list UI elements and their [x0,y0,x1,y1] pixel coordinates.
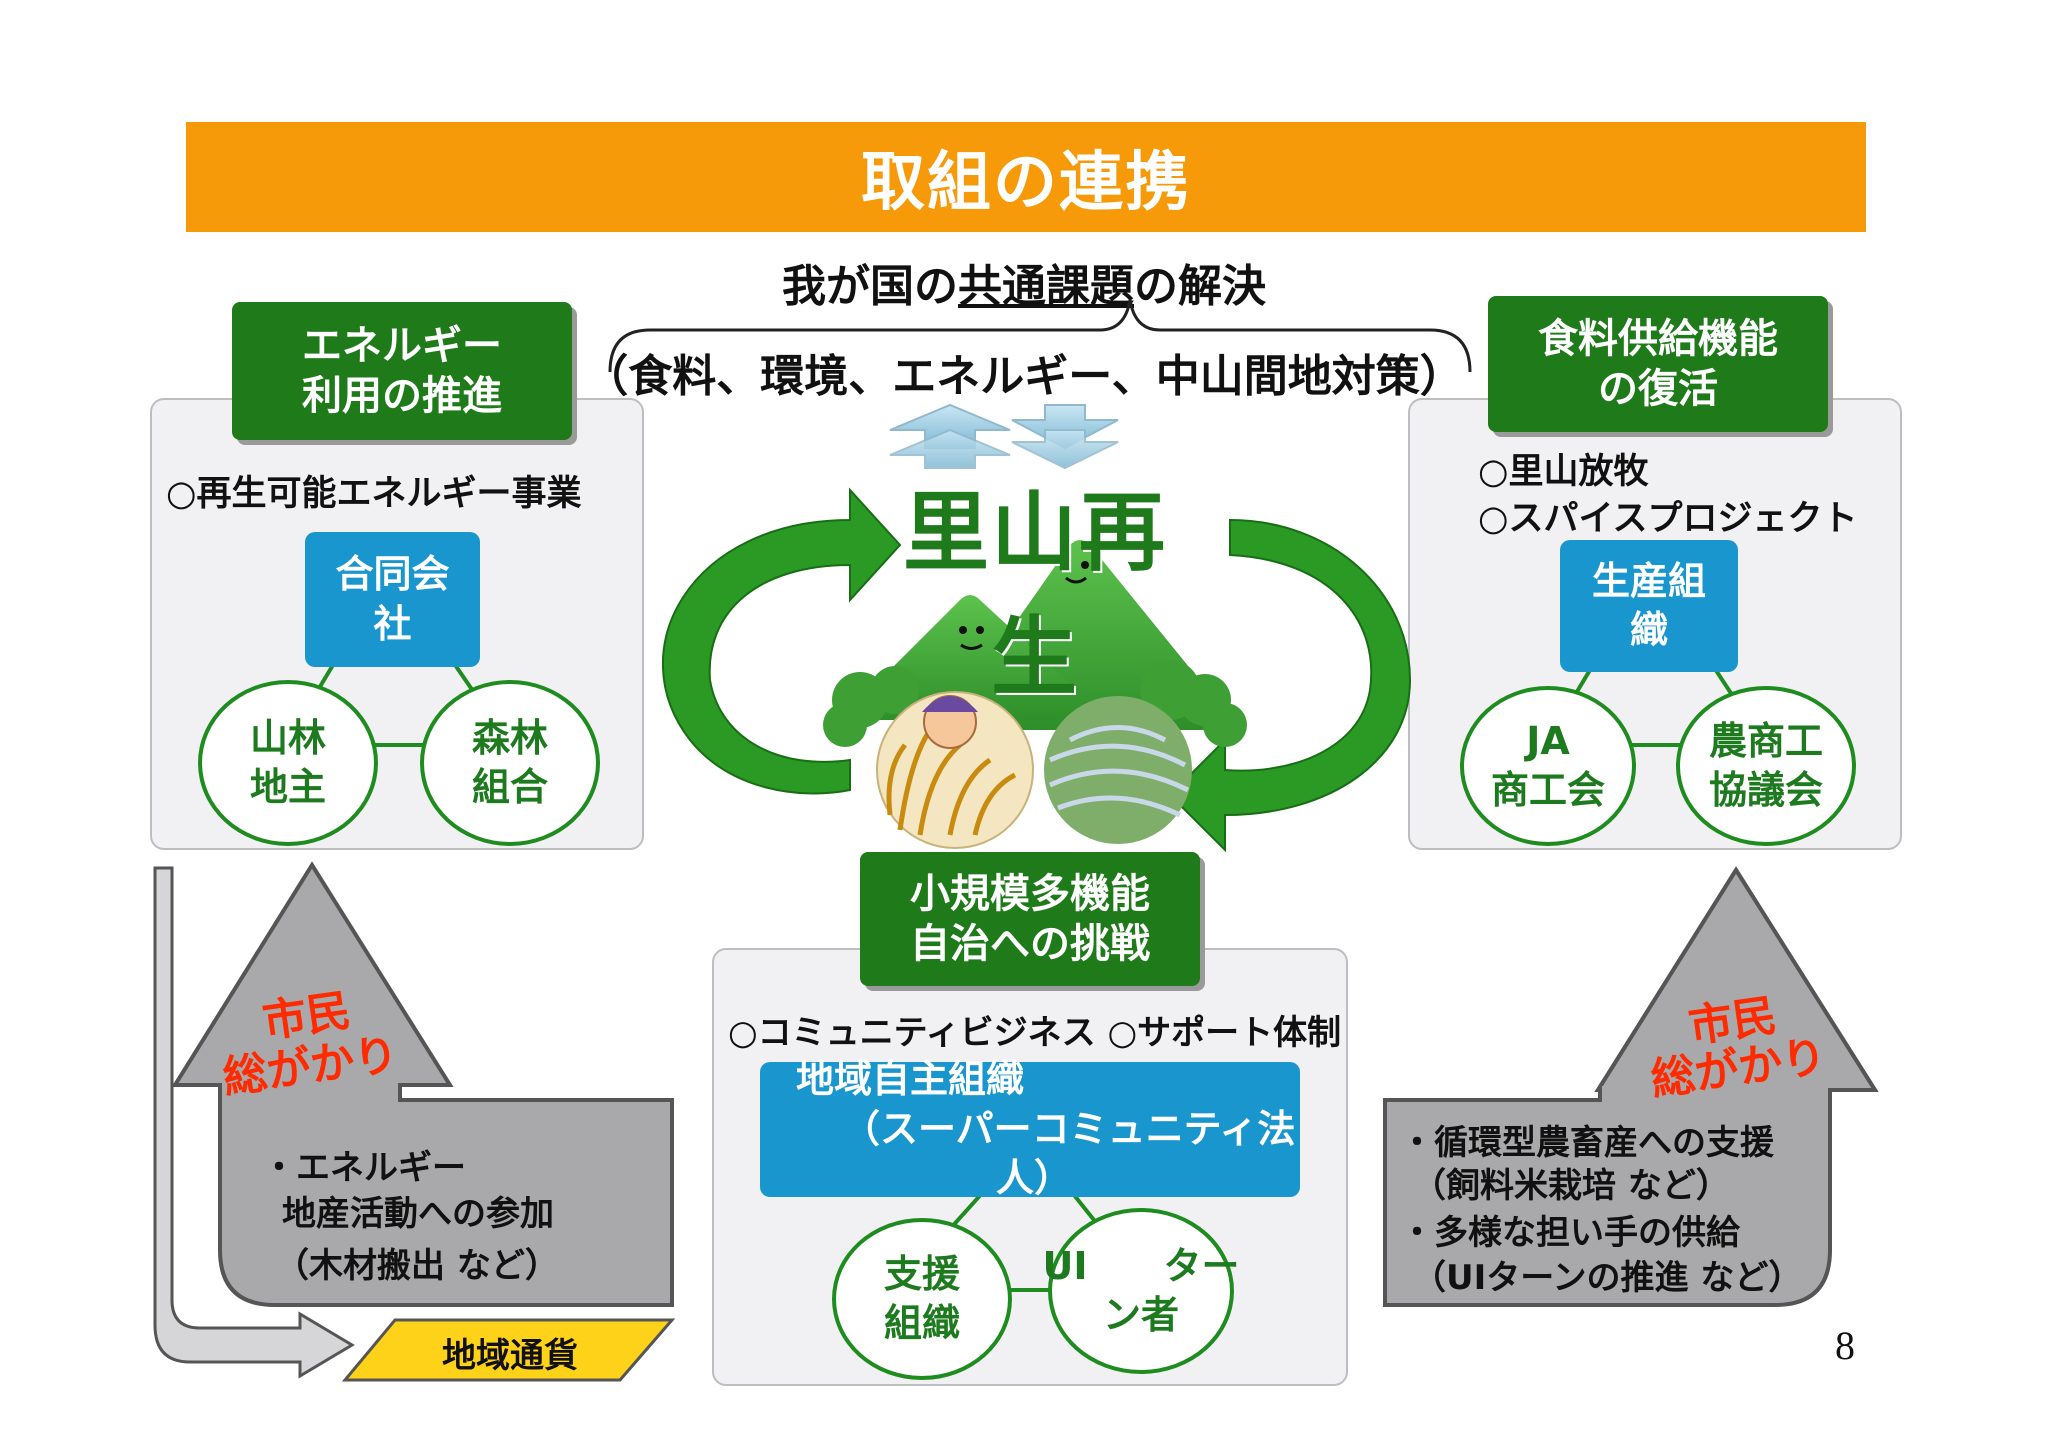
left-arrow-text-1: ・エネルギー [262,1148,466,1188]
subtitle-detail: （食料、環境、エネルギー、中山間地対策） [584,351,1464,402]
bottom-circle-2: UI ター ン者 [1043,1208,1240,1374]
flow-arrow [153,866,355,1379]
brace-line [608,299,1472,373]
terraces [1048,725,1190,818]
mountain-mouth [1065,576,1087,584]
right-arrow-text-2: （飼料米栽培 など） [1412,1166,1730,1206]
left-arrow-text-3: （木材搬出 など） [275,1246,559,1286]
currency-label: 地域通貨 [442,1336,578,1376]
right-circle-2: 農商工 協議会 [1676,686,1856,846]
left-bullet: ○再生可能エネルギー事業 [166,474,582,514]
left-arrow-text-2: 地産活動への参加 [282,1194,554,1234]
curl-arrow-right [1168,518,1412,853]
right-circle-1: JA 商工会 [1460,686,1636,846]
up-arrow-icon [889,403,1011,449]
bushes [823,660,1247,747]
right-up-arrow-patch [1602,1086,1828,1104]
left-circle-2: 森林 組合 [420,680,600,846]
center-label: 里山再生 [903,483,1167,708]
bottom-bullet: ○コミュニティビジネス ○サポート体制 [728,1013,1342,1053]
currency-shape [341,1318,676,1382]
right-arrow-text-1: ・循環型農畜産への支援 [1400,1123,1774,1163]
right-arrow-text-3: ・多様な担い手の供給 [1400,1213,1740,1253]
curl-arrow-left [662,487,902,795]
farmer-cap [922,696,978,712]
title-bar: 取組の連携 [186,122,1866,232]
left-up-arrow [171,861,674,1307]
mountain-eye-2 [1081,561,1089,569]
mountain-eye [1063,561,1071,569]
page-number: 8 [1835,1323,1855,1368]
right-bullet-2: ○スパイスプロジェクト [1478,499,1858,539]
left-circle-1: 山林 地主 [198,680,378,846]
rice-stalks [886,728,1017,836]
bottom-circle-1: 支援 組織 [832,1218,1012,1380]
farmer-photo [876,691,1034,849]
up-arrow-icon-2 [889,428,1011,469]
subtitle-underline: 共通課題 [958,261,1134,312]
left-hub: 合同会 社 [305,532,480,667]
bottom-hub: 地域自主組織 （スーパーコミュニティ法 人） [760,1057,1300,1200]
subtitle-main: 我が国の共通課題の解決 [782,261,1266,312]
right-header-box: 食料供給機能 の復活 [1488,296,1828,432]
down-arrow-icon-2 [1011,429,1119,470]
right-bullet-1: ○里山放牧 [1478,452,1649,492]
mountain-mouth-2 [960,643,983,650]
right-arrow-text-4: （UIターンの推進 など） [1412,1258,1803,1298]
bottom-header-box: 小規模多機能 自治への挑戦 [860,852,1200,986]
mountain-eye-4 [976,626,984,634]
down-arrow-icon [1011,404,1119,450]
page-title: 取組の連携 [861,146,1191,220]
mountain-eye-3 [959,626,967,634]
left-header-box: エネルギー 利用の推進 [232,302,572,440]
right-hub: 生産組 織 [1560,540,1738,672]
bottom-triangle [890,1136,1155,1292]
